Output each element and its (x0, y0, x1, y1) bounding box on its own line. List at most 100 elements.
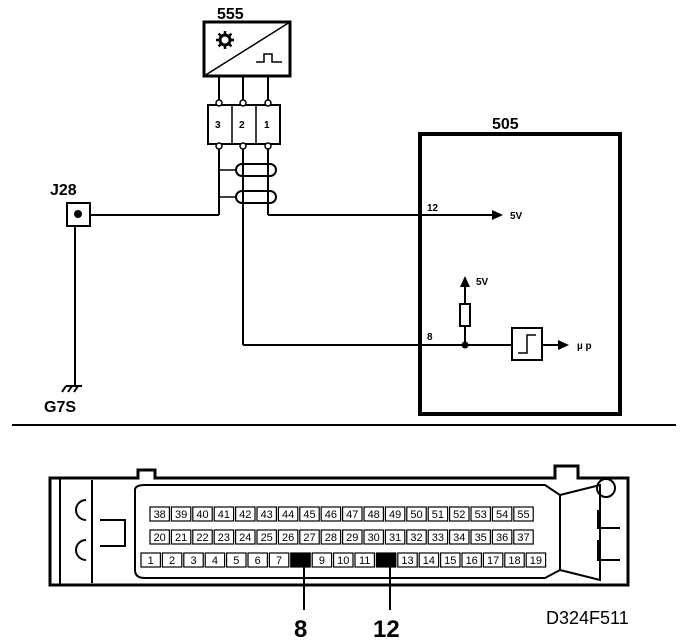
sensor-connector (207, 104, 281, 145)
sensor-wires (81, 149, 420, 346)
connector-pin-label-19: 19 (530, 555, 542, 567)
connector-pin-44 (277, 506, 299, 522)
connector-pin-label-3: 3 (190, 555, 196, 567)
sensor-box (202, 20, 292, 78)
connector-pin-38 (149, 506, 170, 522)
connector-pin-label-13: 13 (401, 555, 413, 567)
connector-pin-12 (375, 552, 397, 568)
callout-pin-12: 12 (373, 616, 400, 640)
connector-pin-19 (525, 552, 547, 568)
connector-pin-39 (170, 506, 192, 522)
connector-pin-label-20: 20 (154, 532, 166, 544)
ecu-label: 505 (492, 116, 519, 133)
connector-pin-label-28: 28 (325, 532, 337, 544)
connector-pin-27 (299, 529, 320, 545)
connector-pin-3 (183, 552, 204, 568)
connector-pin-label-45: 45 (303, 509, 315, 521)
connector-pin-51 (427, 506, 449, 522)
connector-pin-42 (235, 506, 256, 522)
sensor-pin-2: 2 (239, 120, 245, 131)
connector-pin-label-29: 29 (346, 532, 358, 544)
connector-pin-label-22: 22 (196, 532, 208, 544)
callout-pin-8: 8 (294, 616, 307, 640)
sensor-pin-3: 3 (215, 120, 221, 131)
ground-label: G7S (44, 399, 76, 416)
connector-pin-32 (406, 529, 427, 545)
connector-pin-label-42: 42 (239, 509, 251, 521)
connector-pin-43 (256, 506, 277, 522)
connector-pin-13 (397, 552, 418, 568)
connector-pin-49 (384, 506, 406, 522)
connector-pin-label-16: 16 (466, 555, 478, 567)
figure-id: D324F511 (546, 608, 629, 628)
connector-pin-label-32: 32 (410, 532, 422, 544)
ecu-box (418, 132, 622, 416)
connector-pin-label-21: 21 (175, 532, 187, 544)
gear-icon (216, 31, 234, 49)
connector-pin-label-33: 33 (432, 532, 444, 544)
connector-pin-53 (470, 506, 491, 522)
connector-pin-label-55: 55 (517, 509, 529, 521)
connector-pin-45 (299, 506, 320, 522)
ecu-pin-12-label: 12 (427, 203, 439, 214)
connector-pin-label-50: 50 (410, 509, 422, 521)
connector-pin-54 (491, 506, 513, 522)
connector-pin-label-35: 35 (475, 532, 487, 544)
connector-pin-21 (170, 529, 192, 545)
connector-pin-25 (256, 529, 277, 545)
pulse-icon (256, 53, 282, 63)
connector-pin-label-52: 52 (453, 509, 465, 521)
connector-pin-label-9: 9 (319, 555, 325, 567)
ground-icon (61, 385, 82, 393)
pullup-resistor (459, 303, 471, 327)
connector-pin-label-53: 53 (475, 509, 487, 521)
connector-pin-26 (277, 529, 299, 545)
connector-pin-9 (311, 552, 333, 568)
connector-pin-7 (268, 552, 290, 568)
sensor-pin-1: 1 (264, 120, 270, 131)
connector-pin-37 (513, 529, 534, 545)
connector-pin-31 (384, 529, 406, 545)
connector-pin-55 (513, 506, 534, 522)
connector-pin-label-1: 1 (148, 555, 154, 567)
connector-pin-40 (192, 506, 213, 522)
connector-pin-15 (440, 552, 461, 568)
connector-pin-label-30: 30 (368, 532, 380, 544)
connector-pin-label-54: 54 (496, 509, 508, 521)
connector-pin-label-5: 5 (233, 555, 239, 567)
supply-5v-label-a: 5V (510, 211, 523, 222)
connector-pin-label-6: 6 (255, 555, 261, 567)
connector-pin-label-40: 40 (196, 509, 208, 521)
connector-pin-35 (470, 529, 491, 545)
connector-pin-29 (342, 529, 363, 545)
connector-pin-4 (204, 552, 226, 568)
connector-pin-5 (226, 552, 247, 568)
connector-pin-label-14: 14 (423, 555, 435, 567)
connector-pin-label-11: 11 (359, 555, 370, 567)
connector-pin-24 (235, 529, 256, 545)
connector-pin-47 (342, 506, 363, 522)
connector-pin-label-34: 34 (453, 532, 465, 544)
connector-pin-label-36: 36 (496, 532, 508, 544)
connector-pin-label-25: 25 (261, 532, 273, 544)
connector-pin-48 (363, 506, 384, 522)
connector-pin-18 (504, 552, 525, 568)
connector-pin-14 (418, 552, 440, 568)
connector-pin-30 (363, 529, 384, 545)
connector-pin-20 (149, 529, 170, 545)
connector-pin-label-37: 37 (517, 532, 529, 544)
connector-pin-22 (192, 529, 213, 545)
connector-pin-label-18: 18 (508, 555, 520, 567)
sensor-label: 555 (217, 6, 244, 23)
ecu-connector-drawing (48, 464, 630, 587)
connector-pin-34 (449, 529, 470, 545)
connector-pin-50 (406, 506, 427, 522)
connector-pin-label-38: 38 (154, 509, 166, 521)
connector-pin-10 (333, 552, 354, 568)
connector-pin-8 (290, 552, 311, 568)
connector-pin-36 (491, 529, 513, 545)
